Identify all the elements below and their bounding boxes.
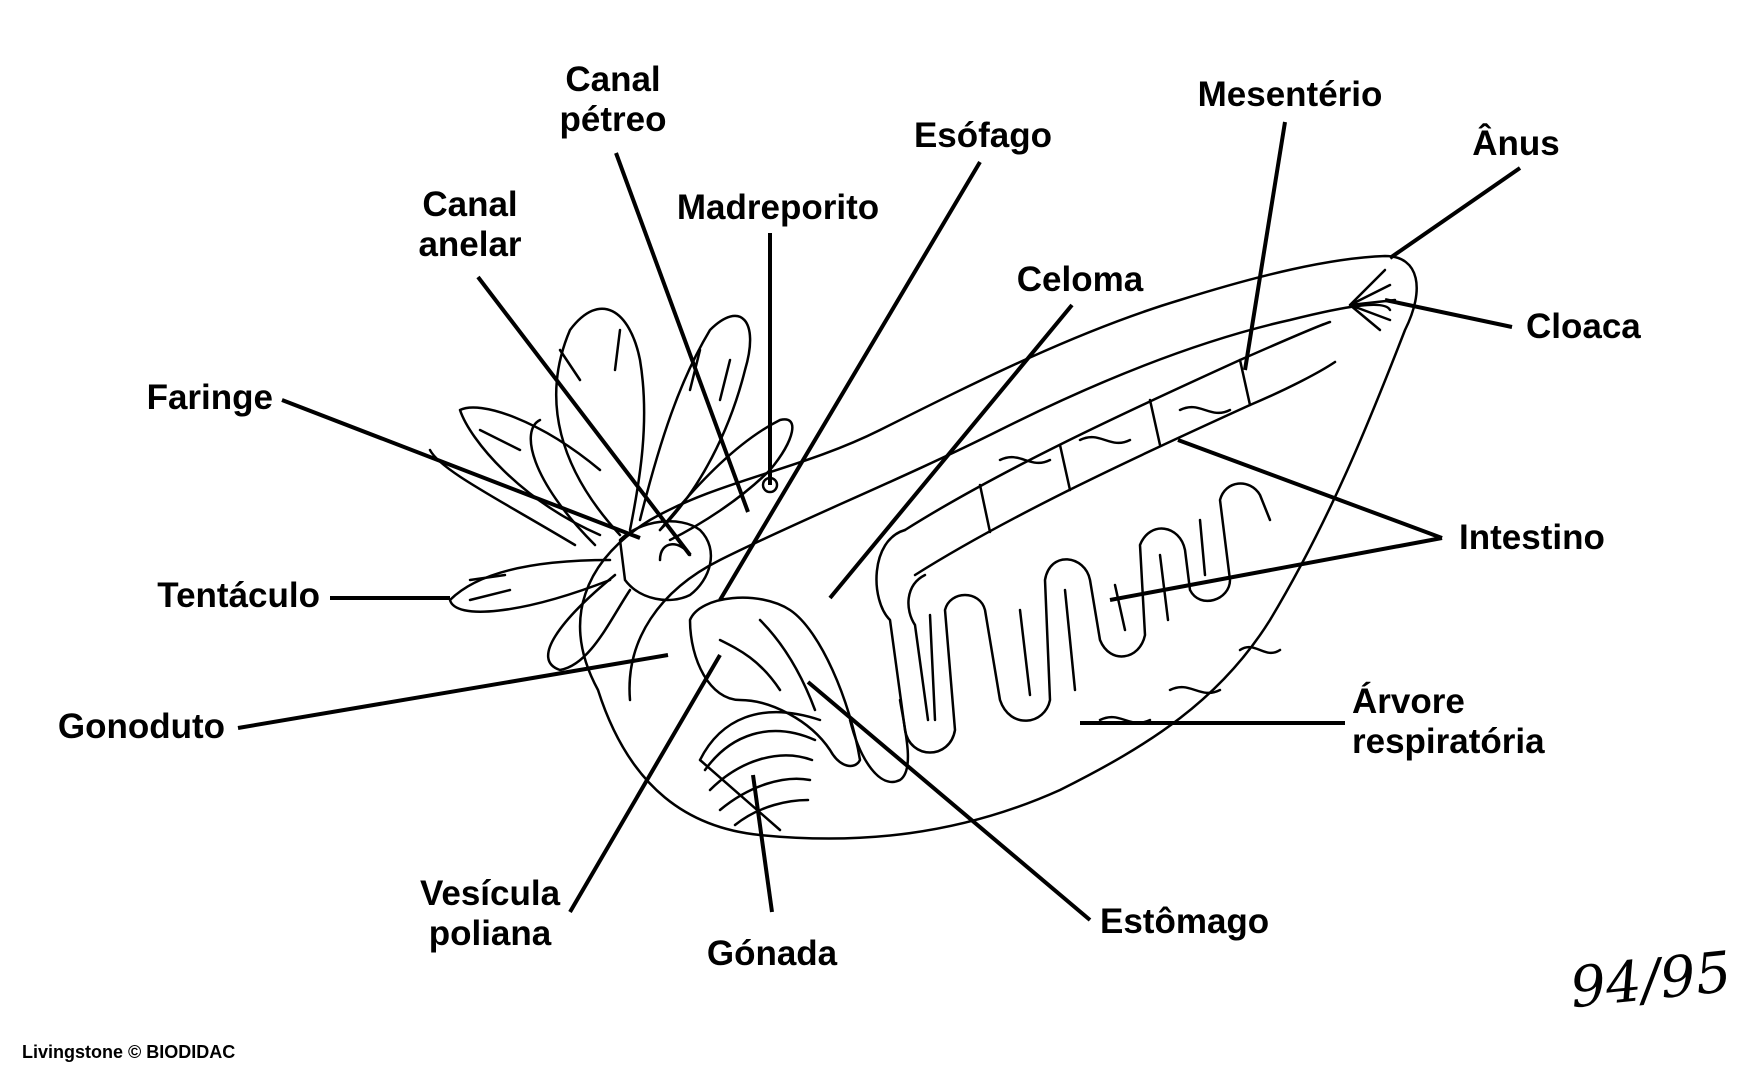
leader-vesicula-poliana: [568, 653, 722, 914]
leader-cloaca: [1384, 298, 1513, 329]
respiratory-tree: [998, 405, 1282, 725]
label-madreporito: Madreporito: [676, 188, 880, 227]
label-tentaculo: Tentáculo: [157, 576, 320, 615]
inner-body-wall: [628, 303, 1392, 702]
gonad-tubules: [698, 711, 822, 832]
label-faringe: Faringe: [146, 378, 273, 417]
label-celoma: Celoma: [1016, 260, 1144, 299]
leader-estomago: [806, 680, 1092, 922]
stomach: [688, 596, 862, 768]
leader-celoma: [828, 303, 1074, 600]
label-anus: Ânus: [1472, 124, 1560, 163]
leader-intestino-1: [1177, 438, 1443, 540]
label-arvore-respiratoria: Árvore respiratória: [1352, 682, 1545, 761]
label-mesenterio: Mesentério: [1197, 75, 1383, 114]
label-canal-anelar: Canal anelar: [418, 185, 522, 264]
upper-intestine: [903, 320, 1332, 532]
label-intestino: Intestino: [1459, 518, 1605, 557]
label-cloaca: Cloaca: [1526, 307, 1641, 346]
leader-esofago: [718, 160, 982, 602]
label-gonoduto: Gonoduto: [57, 707, 225, 746]
pharynx: [618, 520, 713, 602]
leader-intestino-2: [1109, 536, 1443, 602]
label-estomago: Estômago: [1100, 902, 1270, 941]
leader-canal-petreo: [614, 152, 750, 513]
intestine-loops: [875, 482, 1272, 754]
label-esofago: Esófago: [913, 116, 1053, 155]
leader-faringe: [281, 398, 641, 540]
leader-gonada: [751, 774, 774, 913]
leader-anus: [1388, 166, 1522, 260]
credit-text: Livingstone © BIODIDAC: [22, 1042, 236, 1062]
leader-canal-anelar: [476, 275, 692, 557]
label-canal-petreo: Canal pétreo: [559, 60, 667, 139]
body-wall-outline: [578, 254, 1418, 840]
label-gonada: Gónada: [706, 934, 838, 973]
leader-mesenterio: [1243, 121, 1287, 371]
leader-gonoduto: [237, 653, 669, 730]
label-vesicula-poliana: Vesícula poliana: [419, 874, 561, 953]
